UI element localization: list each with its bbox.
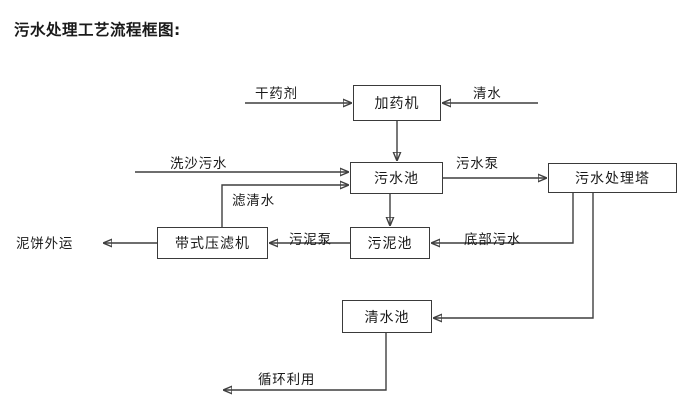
wire-clear-water-pool-to-recycle bbox=[224, 333, 387, 390]
edge-label-bottom-sewage: 底部污水 bbox=[464, 232, 522, 248]
node-dosing-machine[interactable]: 加药机 bbox=[353, 85, 441, 121]
node-label: 污水池 bbox=[374, 171, 419, 187]
page-title: 污水处理工艺流程框图: bbox=[14, 21, 181, 39]
node-label: 污泥池 bbox=[367, 236, 413, 252]
edge-label-filtrate: 滤清水 bbox=[232, 193, 275, 209]
wire-tower-to-clear-water-pool bbox=[434, 193, 594, 318]
edge-label-clean-water: 清水 bbox=[473, 86, 502, 102]
node-label: 带式压滤机 bbox=[175, 236, 250, 252]
terminal-label-mud-cake-out: 泥饼外运 bbox=[16, 236, 74, 252]
node-label: 清水池 bbox=[364, 309, 410, 326]
node-belt-filter-press[interactable]: 带式压滤机 bbox=[157, 227, 268, 259]
edge-label-dry-agent: 干药剂 bbox=[255, 86, 298, 102]
terminal-label-recycle-reuse: 循环利用 bbox=[258, 372, 316, 388]
node-treatment-tower[interactable]: 污水处理塔 bbox=[548, 163, 677, 193]
node-label: 加药机 bbox=[374, 96, 420, 112]
node-sludge-pool[interactable]: 污泥池 bbox=[350, 227, 430, 259]
node-clear-water-pool[interactable]: 清水池 bbox=[342, 300, 432, 333]
edge-label-sludge-pump: 污泥泵 bbox=[289, 232, 332, 248]
node-label: 污水处理塔 bbox=[575, 171, 650, 187]
edge-label-sand-wash-sewage: 洗沙污水 bbox=[170, 156, 228, 172]
edge-label-sewage-pump: 污水泵 bbox=[456, 156, 499, 172]
node-sewage-pool[interactable]: 污水池 bbox=[350, 162, 443, 194]
wire-tower-bottom-to-sludge-pool bbox=[432, 193, 574, 243]
wire-press-to-sewage-pool bbox=[221, 185, 348, 227]
